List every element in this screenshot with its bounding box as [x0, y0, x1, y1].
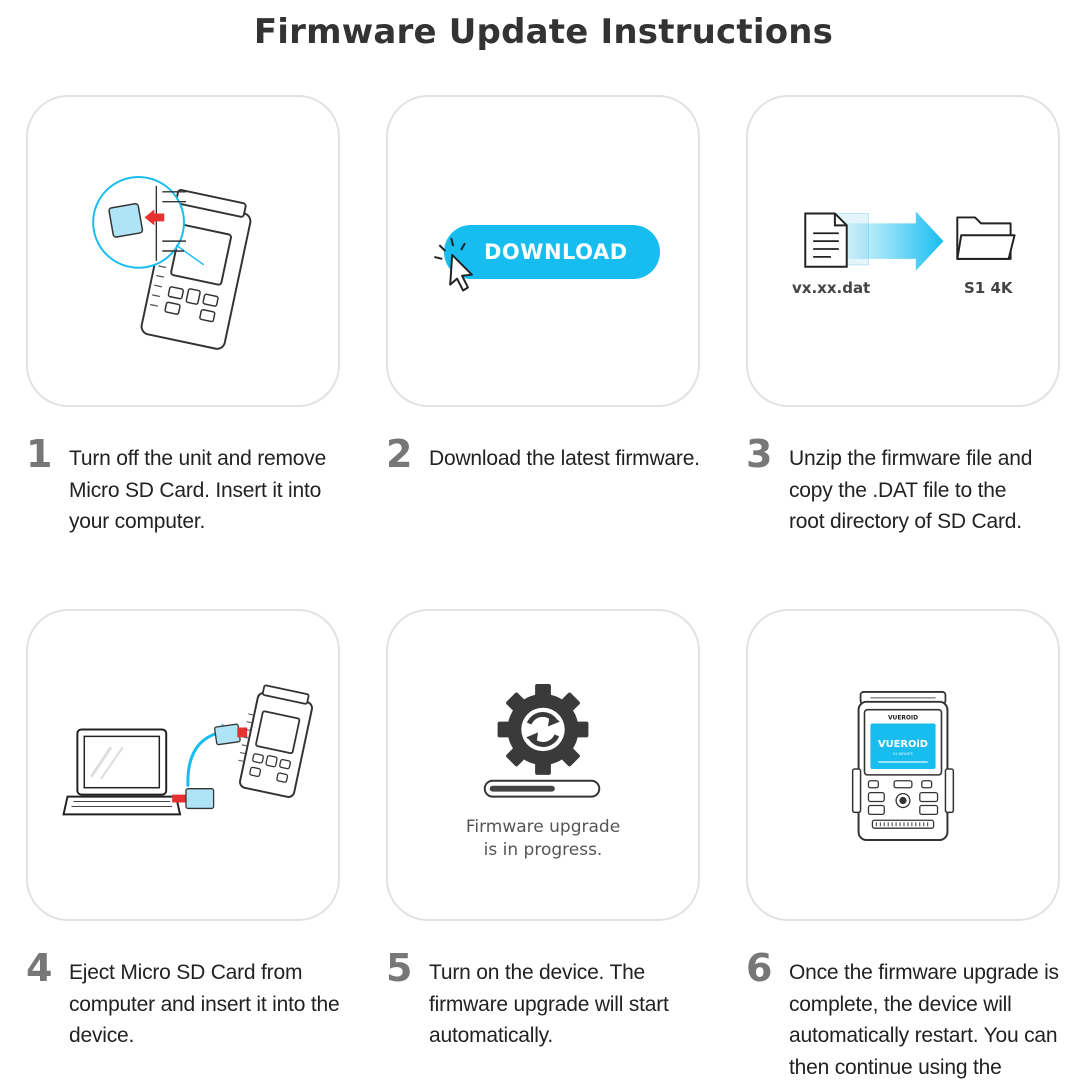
step-2-number: 2: [386, 432, 413, 476]
folder-icon: [956, 216, 1016, 260]
gear-sync-icon: [497, 684, 589, 775]
dashcam-sd-removal-icon: [92, 175, 252, 350]
step-1-illustration-card: [26, 95, 340, 407]
step-4-illustration-card: [26, 609, 340, 921]
device-screen-subtext: S1 INFINITE: [893, 752, 913, 756]
device-brand-label: VUEROID: [888, 716, 918, 722]
dashcam-front-icon: VUEROID VUEROiD S1 INFINITE: [851, 691, 955, 842]
step-1-text: Turn off the unit and remove Micro SD Ca…: [69, 447, 327, 533]
download-button-illustration: DOWNLOAD: [444, 225, 660, 279]
device-folder-label: S1 4K: [964, 279, 1013, 297]
step-6-illustration-card: VUEROID VUEROiD S1 INFINITE: [746, 609, 1060, 921]
page-title: Firmware Update Instructions: [253, 12, 834, 52]
step-6-text: Once the firmware upgrade is complete, t…: [789, 961, 1059, 1079]
progress-message-line-2: is in progress.: [483, 840, 603, 860]
document-icon: [804, 212, 848, 268]
laptop-sd-insert-icon: [62, 684, 313, 816]
file-name-label: vx.xx.dat: [792, 279, 871, 297]
progress-bar-fill: [489, 785, 555, 792]
file-copy-to-folder-icon: [804, 211, 1016, 271]
step-3-text: Unzip the firmware file and copy the .DA…: [789, 447, 1033, 533]
step-1-number: 1: [26, 432, 53, 476]
step-6-number: 6: [746, 946, 773, 990]
progress-message-line-1: Firmware upgrade: [465, 817, 621, 837]
step-3-illustration-card: vx.xx.dat S1 4K: [746, 95, 1060, 407]
step-5-illustration-card: Firmware upgrade is in progress.: [386, 609, 700, 921]
step-4-text: Eject Micro SD Card from computer and in…: [69, 961, 340, 1047]
device-screen-brand: VUEROiD: [878, 739, 928, 750]
step-4-number: 4: [26, 946, 53, 990]
progress-message: Firmware upgrade is in progress.: [388, 816, 698, 862]
step-2-text: Download the latest firmware.: [429, 447, 700, 470]
laptop-icon: [62, 728, 182, 816]
progress-bar: [483, 779, 601, 798]
step-2-illustration-card: DOWNLOAD: [386, 95, 700, 407]
step-5-text: Turn on the device. The firmware upgrade…: [429, 961, 669, 1047]
step-3-number: 3: [746, 432, 773, 476]
step-5-number: 5: [386, 946, 413, 990]
